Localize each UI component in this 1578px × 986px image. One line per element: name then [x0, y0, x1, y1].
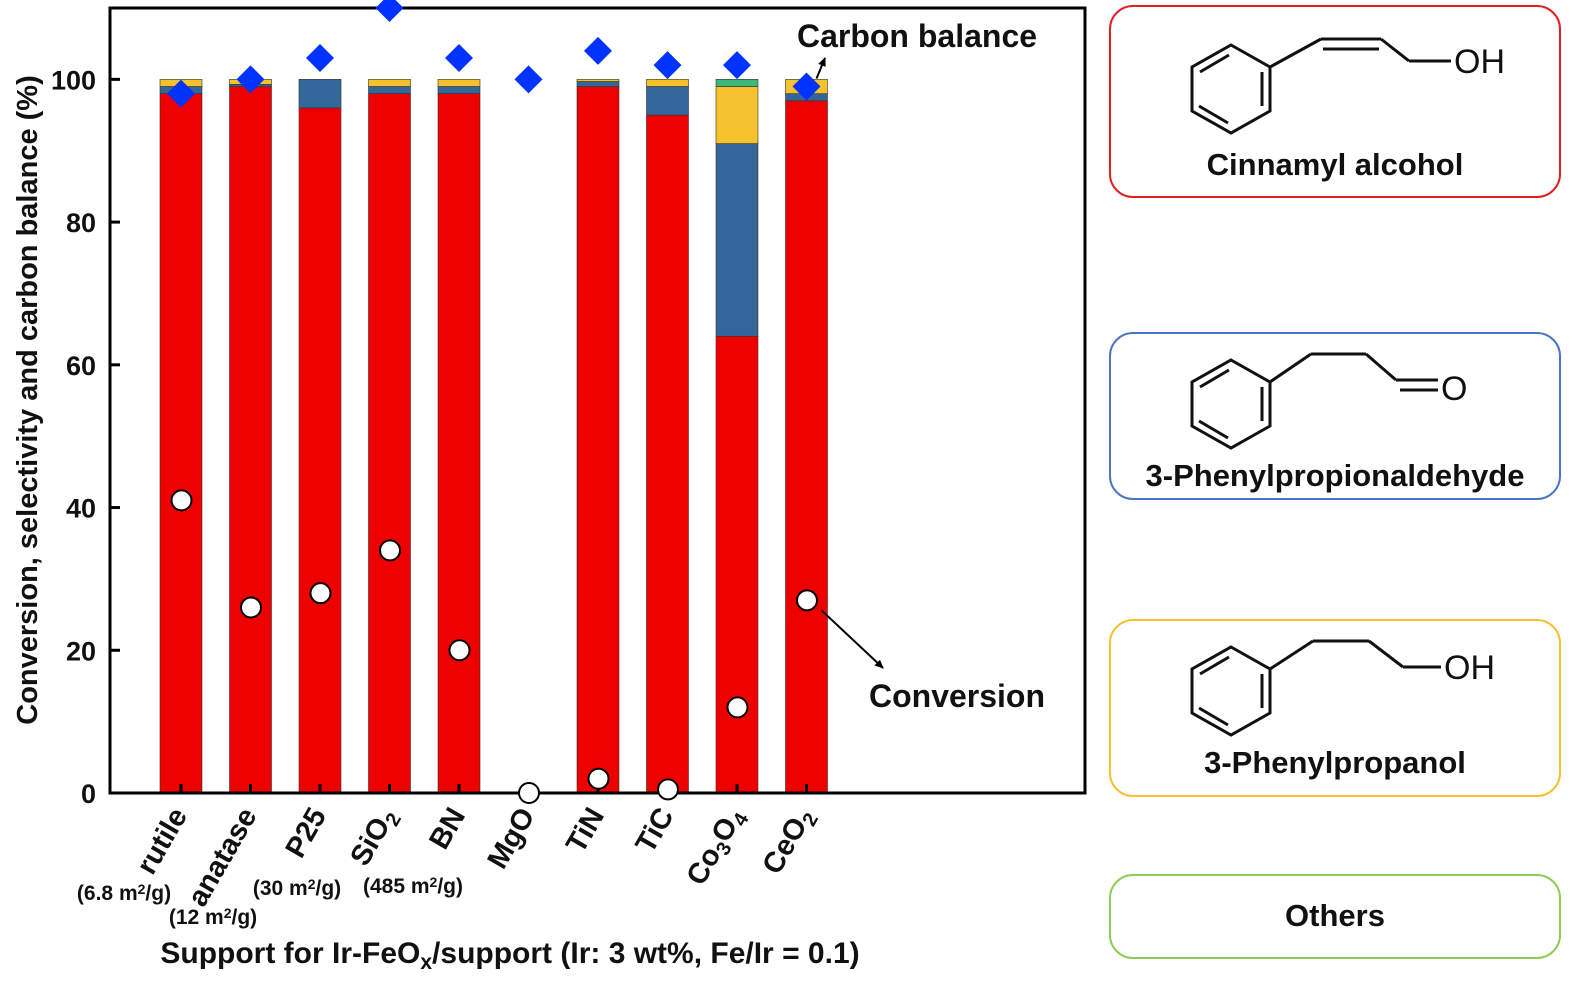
bar-sio2-series-2 [368, 79, 411, 87]
x-tick-label-mgo: MgO [482, 803, 542, 875]
carbon-balance-point-anatase [236, 65, 265, 94]
x-tick-label-ceo2: CeO2 [756, 803, 823, 882]
x-tick-label-anatase: anatase [182, 803, 264, 913]
carbon-balance-point-p25 [306, 43, 334, 72]
bar-tin-series-1 [576, 81, 620, 87]
x-tick-label-bn: BN [423, 803, 472, 855]
conversion-point-mgo [518, 782, 540, 804]
legend-3-phenylpropanol: OH 3-Phenylpropanol [1109, 619, 1561, 797]
bar-co3o4-series-3 [715, 79, 759, 87]
legend-label-others: Others [1285, 898, 1385, 933]
y-tick-label: 0 [81, 779, 96, 809]
y-tick-label: 40 [66, 494, 96, 524]
legend-label-3-phenylpropanol: 3-Phenylpropanol [1204, 745, 1466, 780]
conversion-point-sio2 [379, 539, 401, 562]
bar-tin-series-0 [576, 86, 620, 794]
bar-co3o4-series-2 [715, 86, 759, 144]
y-tick-label: 60 [66, 351, 96, 381]
carbon-balance-point-mgo [514, 65, 543, 94]
carbon-balance-arrow [815, 57, 826, 79]
conversion-point-tin [587, 767, 610, 790]
surface-area-label: (12 m2/g) [169, 905, 257, 929]
x-tick-label-tic: TiC [630, 802, 681, 858]
bar-tic-series-1 [646, 86, 689, 116]
bar-co3o4-series-0 [715, 335, 759, 794]
conversion-point-co3o4 [726, 696, 749, 719]
x-axis-label: Support for Ir-FeOx/support (Ir: 3 wt%, … [160, 937, 859, 974]
hydroxyl-group-label: OH [1454, 43, 1505, 81]
bar-bn-series-2 [437, 79, 481, 87]
conversion-annotation: Conversion [869, 678, 1045, 714]
y-tick-label: 20 [66, 636, 96, 666]
bar-tic-series-0 [646, 114, 689, 794]
carbon-balance-point-co3o4 [723, 51, 751, 80]
legend-3-phenylpropionaldehyde: O 3-Phenylpropionaldehyde [1109, 332, 1561, 500]
carbon-balance-point-tic [653, 51, 682, 80]
conversion-point-ceo2 [796, 589, 818, 612]
y-tick-label: 100 [51, 65, 96, 95]
hydroxyl-group-label: OH [1444, 649, 1495, 687]
x-tick-label-sio2: SiO2 [344, 803, 406, 874]
conversion-point-p25 [309, 582, 332, 605]
y-axis-label: Conversion, selectivity and carbon balan… [12, 75, 44, 724]
3-phenylpropionaldehyde-structure-icon: O [1190, 352, 1467, 450]
surface-area-label: (30 m2/g) [253, 876, 341, 900]
legend-label-3-phenylpropionaldehyde: 3-Phenylpropionaldehyde [1145, 458, 1525, 493]
conversion-point-tic [657, 778, 679, 801]
legend-cinnamyl-alcohol: OH Cinnamyl alcohol [1109, 5, 1561, 198]
3-phenylpropanol-structure-icon: OH [1190, 639, 1495, 737]
bar-p25-series-0 [298, 107, 342, 794]
legend-others: Others [1109, 874, 1561, 959]
carbon-balance-annotation: Carbon balance [797, 18, 1037, 54]
x-tick-label-tin: TiN [560, 803, 611, 859]
carbon-balance-point-tin [584, 36, 612, 65]
y-tick-label: 80 [66, 208, 96, 238]
x-tick-label-co3o4: Co3O4 [681, 802, 754, 893]
conversion-arrow [820, 609, 884, 669]
surface-area-label: (485 m2/g) [363, 874, 463, 898]
bar-ceo2-series-0 [785, 100, 828, 794]
bar-p25-series-1 [298, 79, 342, 109]
bar-co3o4-series-1 [715, 143, 759, 337]
bar-sio2-series-1 [368, 86, 411, 94]
cinnamyl-alcohol-structure-icon: OH [1190, 37, 1505, 135]
bar-tic-series-2 [646, 79, 689, 87]
legend-label-cinnamyl-alcohol: Cinnamyl alcohol [1206, 147, 1464, 182]
bar-tin-series-2 [576, 79, 620, 82]
conversion-point-rutile [170, 489, 193, 512]
x-tick-label-rutile: rutile [131, 803, 194, 880]
bar-anatase-series-0 [229, 86, 272, 794]
x-tick-label-p25: P25 [280, 803, 334, 864]
carbon-balance-point-ceo2 [792, 72, 821, 101]
bar-rutile-series-0 [159, 93, 203, 794]
conversion-point-anatase [240, 596, 262, 619]
carbon-balance-point-bn [445, 43, 473, 72]
conversion-point-bn [448, 639, 471, 662]
bar-bn-series-1 [437, 86, 481, 94]
carbonyl-group-label: O [1441, 370, 1467, 408]
carbon-balance-point-sio2 [375, 0, 404, 22]
surface-area-label: (6.8 m2/g) [77, 881, 171, 905]
bar-sio2-series-0 [368, 93, 411, 794]
carbon-balance-point-rutile [167, 79, 195, 108]
bar-bn-series-0 [437, 93, 481, 794]
